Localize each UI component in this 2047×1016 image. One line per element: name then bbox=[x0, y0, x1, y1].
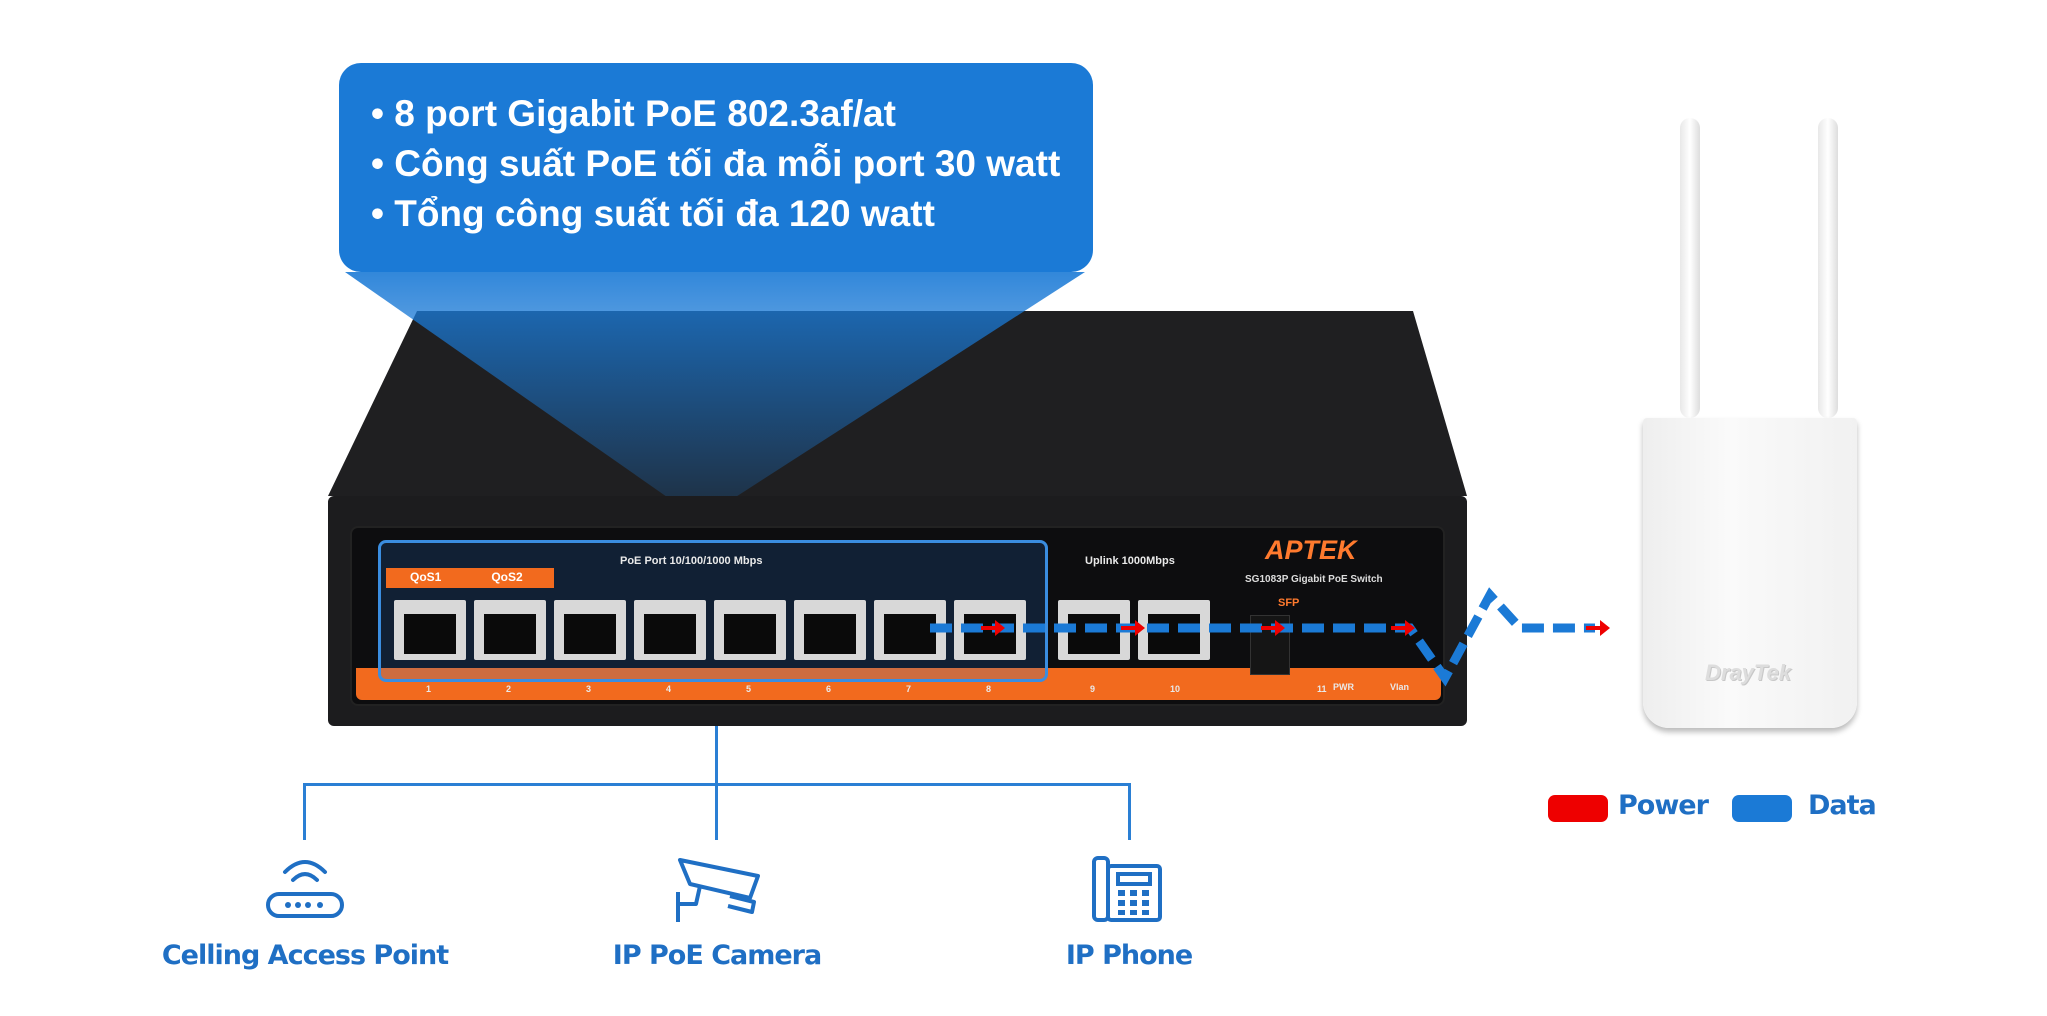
connector-line bbox=[1128, 783, 1131, 840]
port-number: 9 bbox=[1090, 684, 1096, 694]
power-arrow bbox=[1121, 620, 1145, 636]
phone-icon bbox=[1092, 856, 1162, 922]
device-label-camera: IP PoE Camera bbox=[612, 940, 822, 971]
port-number: 1 bbox=[426, 684, 432, 694]
power-arrow bbox=[1261, 620, 1285, 636]
ethernet-port bbox=[554, 600, 626, 660]
qos-label: QoS1 QoS2 bbox=[386, 568, 554, 588]
antenna-right bbox=[1818, 118, 1838, 418]
brand-logo: APTEK bbox=[1265, 535, 1357, 565]
ethernet-port bbox=[394, 600, 466, 660]
legend-power-swatch bbox=[1548, 795, 1608, 822]
feature-item: Tổng công suất tối đa 120 watt bbox=[371, 189, 1061, 239]
feature-item: 8 port Gigabit PoE 802.3af/at bbox=[371, 89, 1061, 139]
port-number: 7 bbox=[906, 684, 912, 694]
power-arrow bbox=[1391, 620, 1415, 636]
qos1-label: QoS1 bbox=[410, 570, 442, 584]
uplink-label: Uplink 1000Mbps bbox=[1085, 555, 1175, 567]
router-brand: DrayTek bbox=[1705, 660, 1792, 685]
legend-data-swatch bbox=[1732, 795, 1792, 822]
sfp-label: SFP bbox=[1278, 597, 1300, 609]
port-number: 10 bbox=[1170, 684, 1181, 694]
feature-item: Công suất PoE tối đa mỗi port 30 watt bbox=[371, 139, 1061, 189]
poe-group-label: PoE Port 10/100/1000 Mbps bbox=[620, 555, 763, 567]
ethernet-port bbox=[474, 600, 546, 660]
connector-line bbox=[303, 783, 306, 840]
feature-callout: 8 port Gigabit PoE 802.3af/at Công suất … bbox=[339, 63, 1093, 272]
model-label: SG1083P Gigabit PoE Switch bbox=[1245, 574, 1383, 585]
antenna-left bbox=[1680, 118, 1700, 418]
access-point-icon bbox=[266, 860, 344, 918]
legend-data-label: Data bbox=[1808, 790, 1877, 821]
port-number: 6 bbox=[826, 684, 832, 694]
camera-icon bbox=[676, 858, 760, 922]
port-number: 2 bbox=[506, 684, 512, 694]
led-vlan: Vlan bbox=[1390, 682, 1410, 692]
port-number: 8 bbox=[986, 684, 992, 694]
port-number: 3 bbox=[586, 684, 592, 694]
access-point-router: DrayTek bbox=[1643, 418, 1857, 728]
ethernet-port bbox=[794, 600, 866, 660]
ethernet-port bbox=[714, 600, 786, 660]
legend-power-label: Power bbox=[1618, 790, 1709, 821]
ethernet-port bbox=[634, 600, 706, 660]
port-number: 4 bbox=[666, 684, 672, 694]
power-arrow bbox=[981, 620, 1005, 636]
led-pwr: PWR bbox=[1333, 682, 1354, 692]
qos2-label: QoS2 bbox=[491, 570, 523, 584]
device-label-access-point: Celling Access Point bbox=[161, 940, 449, 971]
port-number: 11 bbox=[1317, 684, 1327, 694]
port-number: 5 bbox=[746, 684, 752, 694]
device-label-phone: IP Phone bbox=[1065, 940, 1193, 971]
ethernet-port bbox=[874, 600, 946, 660]
connector-line bbox=[303, 783, 1131, 786]
power-arrow bbox=[1586, 620, 1610, 636]
